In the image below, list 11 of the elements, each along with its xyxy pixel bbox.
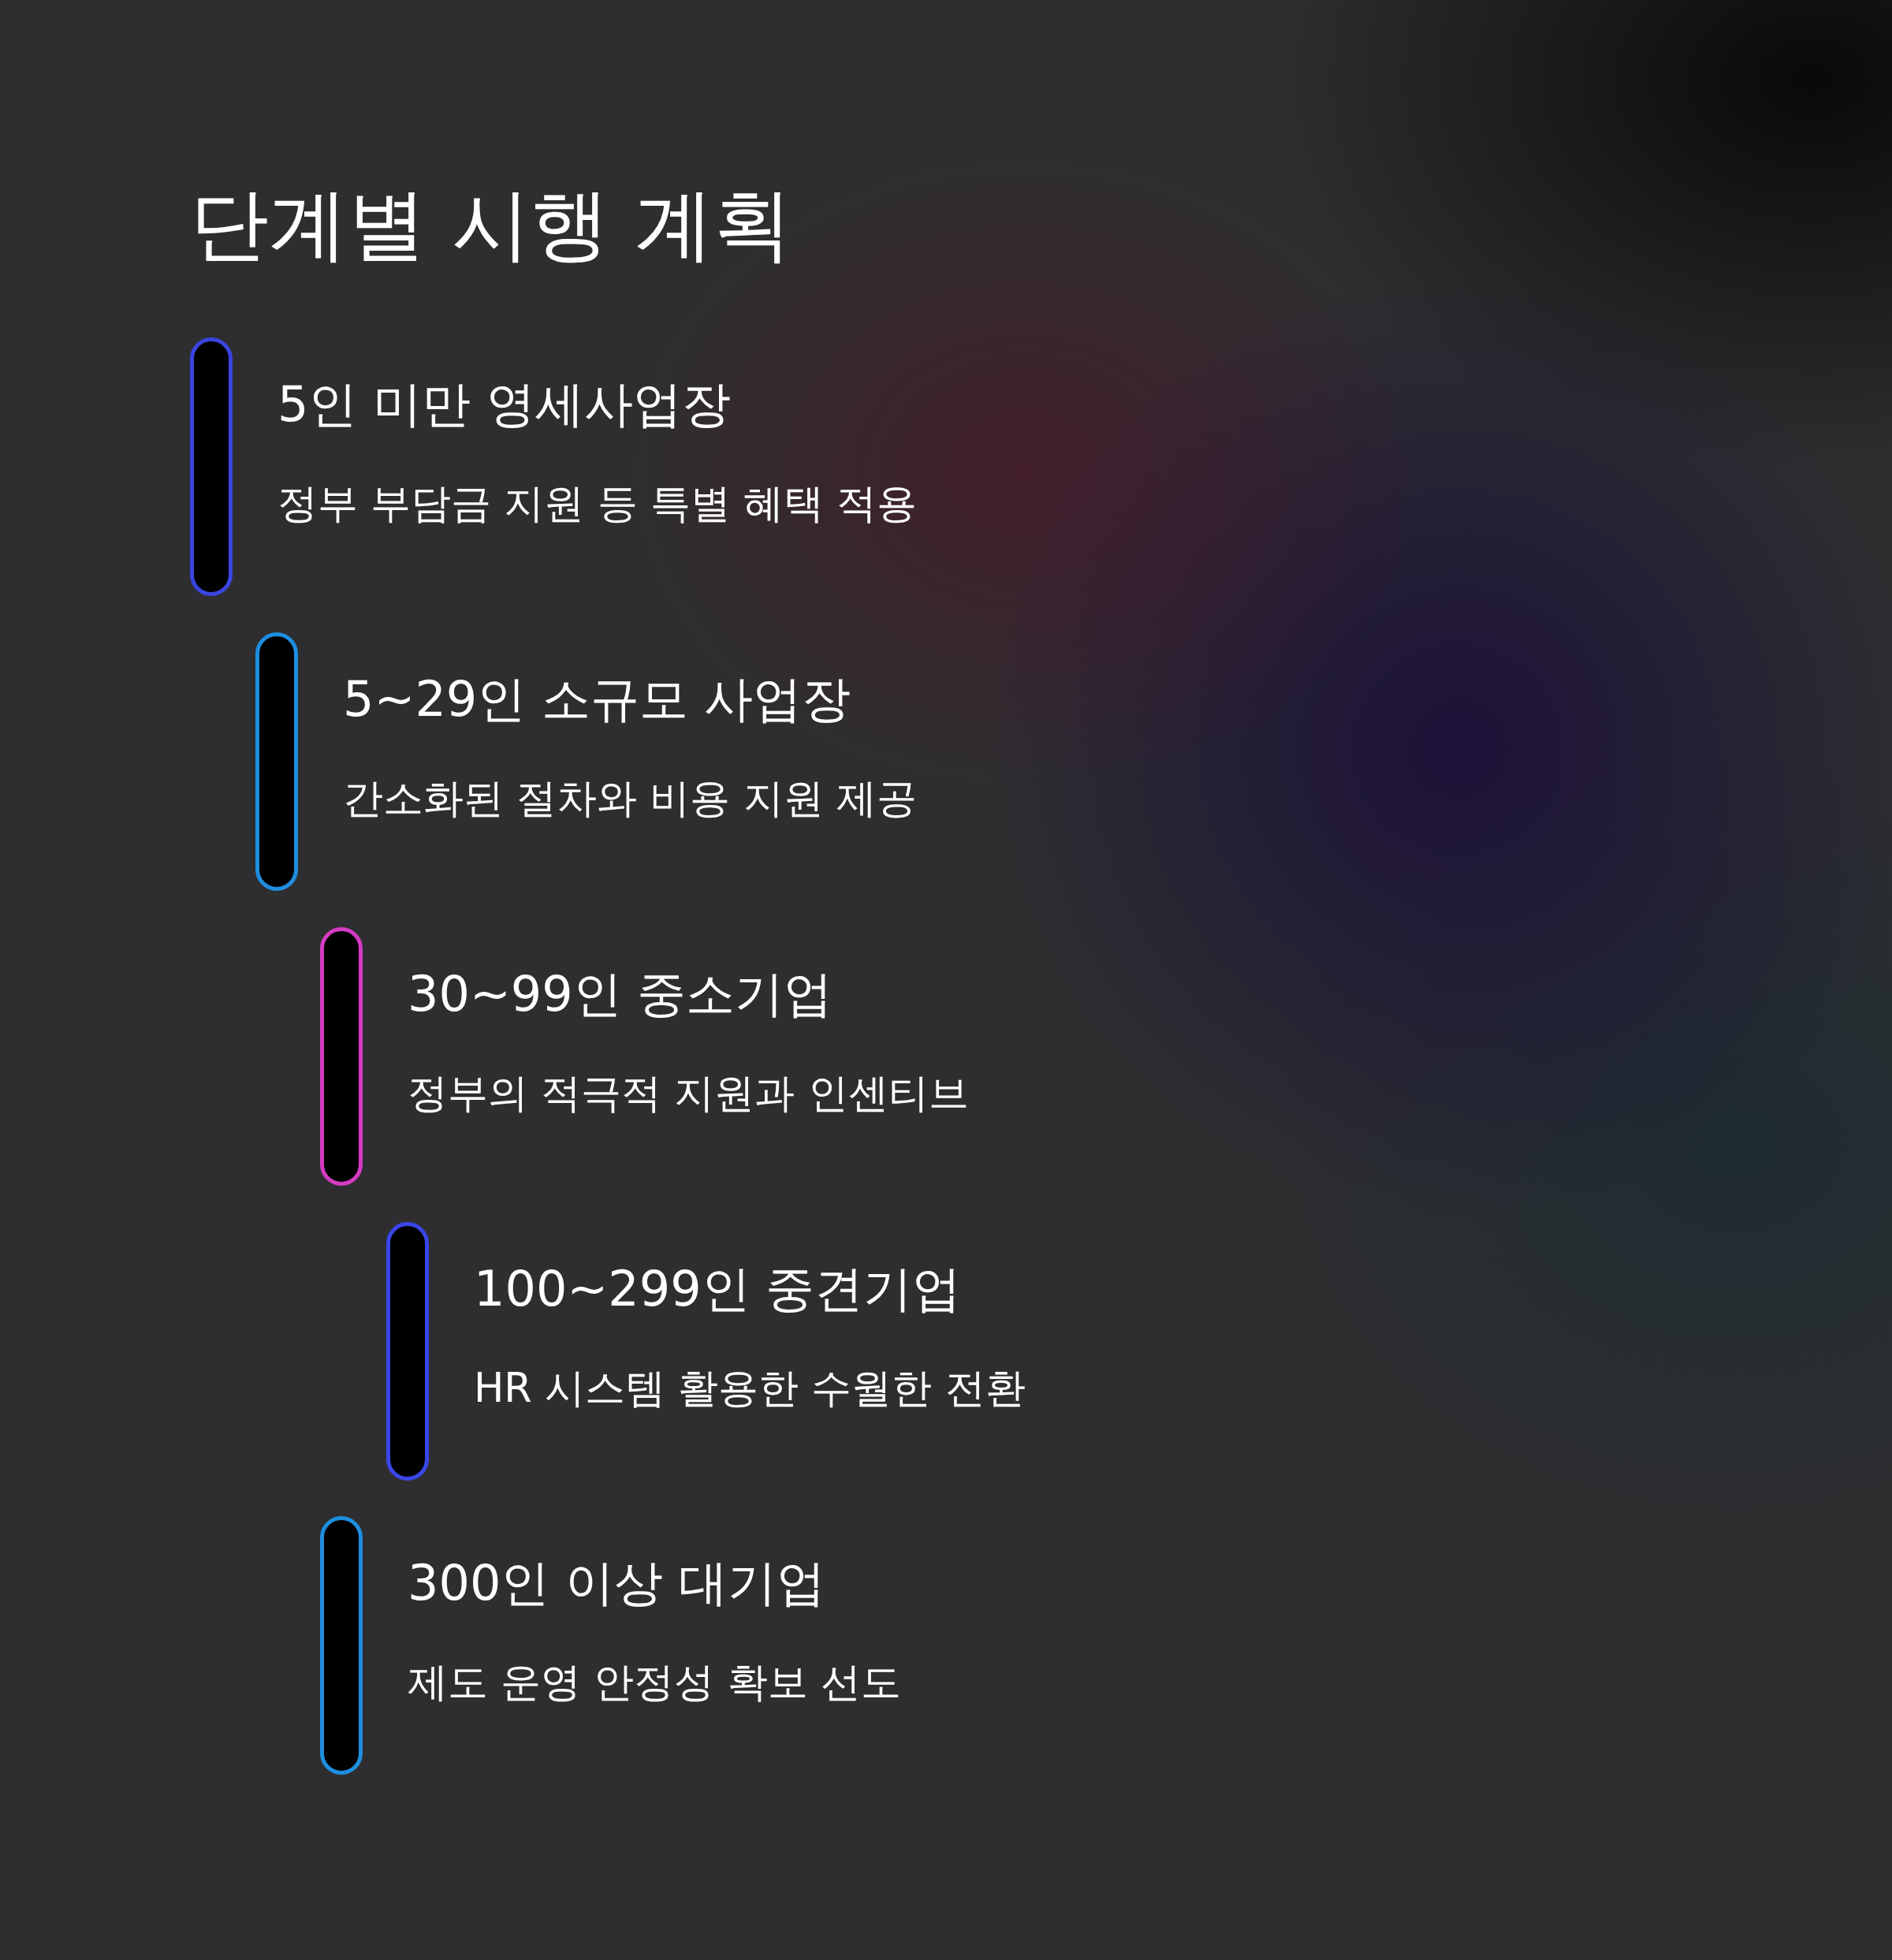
step-description: 간소화된 절차와 비용 지원 제공 xyxy=(343,774,917,823)
step-heading: 30~99인 중소기업 xyxy=(408,965,833,1024)
step-heading: 300인 이상 대기업 xyxy=(408,1554,825,1613)
step-heading: 5인 미만 영세사업장 xyxy=(277,375,731,434)
step-description: 정부 부담금 지원 등 특별 혜택 적용 xyxy=(277,479,918,528)
step-description: 제도 운영 안정성 확보 선도 xyxy=(408,1658,901,1707)
step-description: HR 시스템 활용한 수월한 전환 xyxy=(474,1364,1026,1413)
step-heading: 5~29인 소규모 사업장 xyxy=(343,670,851,729)
step-heading: 100~299인 중견기업 xyxy=(474,1260,962,1319)
step-description: 정부의 적극적 지원과 인센티브 xyxy=(408,1069,969,1118)
title: 단계별 시행 계획 xyxy=(190,177,792,272)
